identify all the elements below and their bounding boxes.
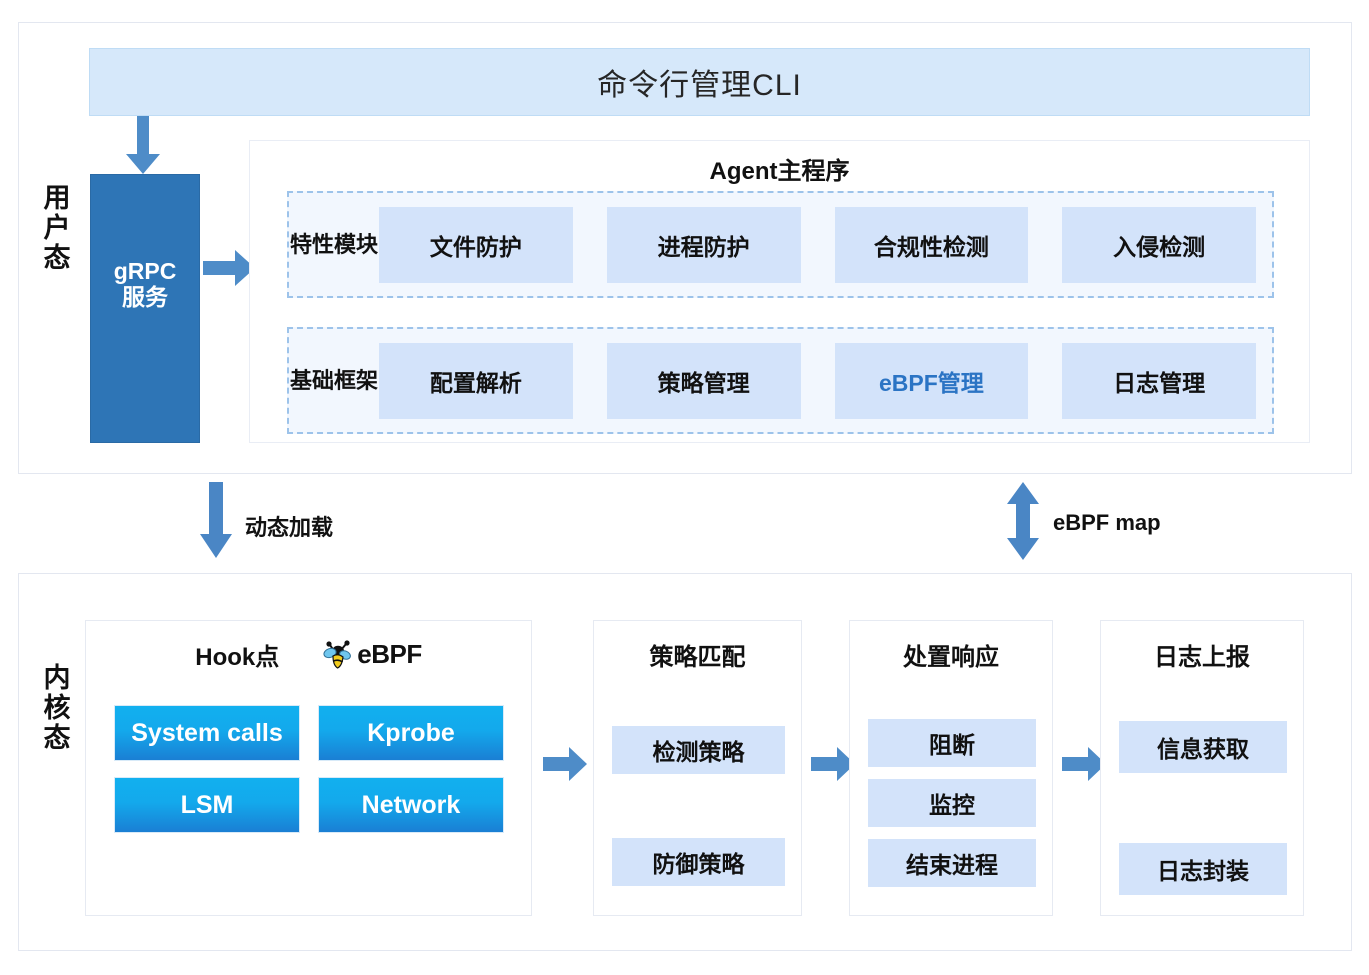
response-item-block[interactable]: 阻断 — [868, 719, 1036, 767]
module-cell-intrusion-detection[interactable]: 入侵检测 — [1062, 206, 1256, 283]
grpc-label-line1: gRPC — [113, 258, 177, 284]
grpc-service-box[interactable]: gRPC 服务 — [90, 174, 200, 443]
kernel-mode-label: 内核态 — [43, 663, 71, 754]
framework-module-cells: 配置解析 策略管理 eBPF管理 日志管理 — [379, 342, 1272, 419]
policy-match-title: 策略匹配 — [649, 644, 746, 671]
policy-match-column: 策略匹配 检测策略 防御策略 — [593, 620, 802, 916]
hook-cells: System calls Kprobe LSM Network — [114, 705, 505, 833]
connector-ebpf-map — [1005, 482, 1041, 565]
hook-cell-lsm[interactable]: LSM — [114, 777, 300, 833]
arrow-hook-to-policy — [543, 745, 589, 788]
ebpf-logo-text: eBPF — [357, 639, 422, 669]
log-item-packaging[interactable]: 日志封装 — [1119, 843, 1287, 895]
module-cell-process-protection[interactable]: 进程防护 — [606, 206, 801, 283]
arrow-right-icon — [811, 747, 855, 781]
arrow-right-icon — [1062, 747, 1106, 781]
response-handling-column: 处置响应 阻断 监控 结束进程 — [849, 620, 1053, 916]
log-report-column: 日志上报 信息获取 日志封装 — [1100, 620, 1304, 916]
ebpf-logo: eBPF — [321, 638, 422, 672]
hook-title-row: Hook点 eBPF — [86, 637, 531, 672]
arrow-cli-to-grpc — [123, 116, 163, 181]
connector-dynamic-load — [198, 482, 234, 565]
arrow-down-icon — [200, 482, 232, 558]
module-cell-log-management[interactable]: 日志管理 — [1062, 342, 1256, 419]
hook-points-title: Hook点 — [195, 644, 280, 671]
arrow-policy-to-respond — [811, 745, 857, 788]
response-item-kill-process[interactable]: 结束进程 — [868, 839, 1036, 887]
cli-title: 命令行管理CLI — [597, 69, 802, 102]
ebpf-bee-icon — [323, 639, 352, 669]
feature-module-cells: 文件防护 进程防护 合规性检测 入侵检测 — [379, 206, 1272, 283]
ebpf-map-label: eBPF map — [1053, 510, 1161, 535]
cli-bar[interactable]: 命令行管理CLI — [89, 48, 1310, 116]
hook-cell-network[interactable]: Network — [318, 777, 504, 833]
base-framework-group: 基础框架 配置解析 策略管理 eBPF管理 日志管理 — [287, 327, 1274, 434]
arrow-right-icon — [203, 250, 255, 286]
framework-group-label: 基础框架 — [289, 367, 378, 393]
agent-main-program-box: Agent主程序 特性模块 文件防护 进程防护 合规性检测 入侵检测 基础框架 … — [249, 140, 1310, 443]
arrow-down-icon — [126, 116, 160, 174]
response-handling-title: 处置响应 — [903, 644, 999, 671]
response-item-monitor[interactable]: 监控 — [868, 779, 1036, 827]
arrow-right-icon — [543, 747, 587, 781]
module-cell-file-protection[interactable]: 文件防护 — [379, 206, 573, 283]
arrow-grpc-to-agent — [203, 248, 257, 293]
log-item-info-collect[interactable]: 信息获取 — [1119, 721, 1287, 773]
module-cell-config-parse[interactable]: 配置解析 — [379, 342, 573, 419]
user-mode-label: 用户态 — [43, 183, 71, 274]
policy-item-detection[interactable]: 检测策略 — [612, 726, 785, 774]
hook-points-column: Hook点 eBPF System calls Kprobe LSM Net — [85, 620, 532, 916]
policy-item-defense[interactable]: 防御策略 — [612, 838, 785, 886]
grpc-label-line2: 服务 — [122, 283, 168, 310]
module-cell-ebpf-management[interactable]: eBPF管理 — [834, 342, 1029, 419]
arrow-respond-to-report — [1062, 745, 1108, 788]
log-report-title: 日志上报 — [1154, 644, 1250, 671]
feature-module-group: 特性模块 文件防护 进程防护 合规性检测 入侵检测 — [287, 191, 1274, 298]
hook-cell-kprobe[interactable]: Kprobe — [318, 705, 504, 761]
agent-title: Agent主程序 — [709, 158, 850, 185]
module-cell-compliance-check[interactable]: 合规性检测 — [834, 206, 1029, 283]
feature-group-label: 特性模块 — [289, 231, 378, 257]
module-cell-policy-management[interactable]: 策略管理 — [606, 342, 801, 419]
hook-cell-system-calls[interactable]: System calls — [114, 705, 300, 761]
arrow-up-down-icon — [1007, 482, 1039, 560]
dynamic-load-label: 动态加载 — [245, 515, 334, 540]
